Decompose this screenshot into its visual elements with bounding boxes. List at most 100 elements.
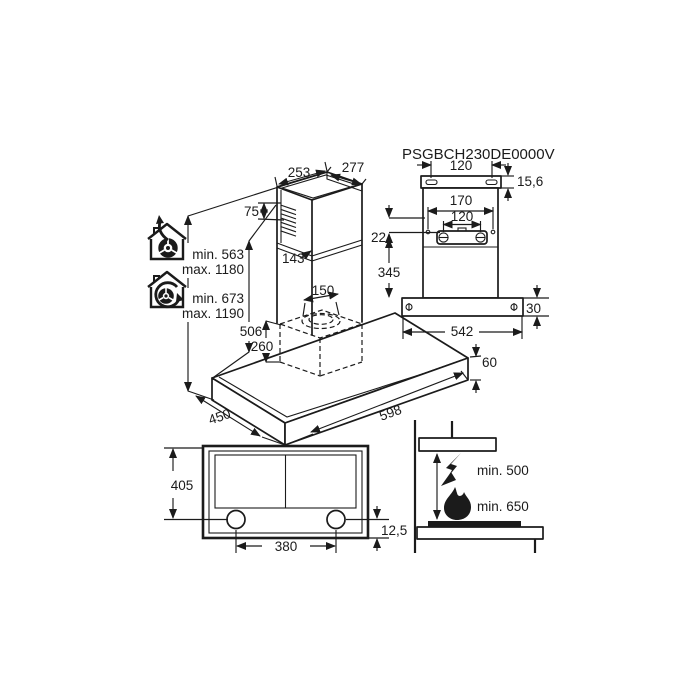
clearance-view: min. 500 min. 650 — [413, 420, 544, 553]
dim-tick — [326, 166, 332, 173]
fan-icon — [158, 288, 174, 304]
dim-label-75: 75 — [244, 204, 259, 219]
dim-line-253 — [278, 169, 326, 186]
dim-label-120-bracket: 120 — [451, 209, 474, 224]
electric-clearance-label: min. 500 — [477, 463, 529, 478]
dim-label-120-top: 120 — [450, 158, 473, 173]
dim-line-277 — [330, 173, 362, 186]
fan-blade-gap — [168, 296, 174, 301]
dim-label-260: 260 — [251, 339, 274, 354]
dim-tick — [274, 176, 278, 187]
dim-leader — [213, 351, 250, 378]
hood-rear-body — [401, 297, 524, 317]
dim-label-60: 60 — [482, 355, 497, 370]
vent-slat — [280, 230, 297, 237]
bracket-screw — [475, 232, 486, 243]
dim-tick — [257, 218, 285, 221]
isometric-view: 253 277 75 143 150 506 — [195, 160, 497, 446]
fan-blade-gap — [158, 249, 165, 254]
vent-slat — [280, 221, 297, 229]
dim-label-253: 253 — [288, 165, 311, 180]
vent-slat — [280, 208, 297, 216]
dim-tick — [284, 433, 314, 446]
vent-slats — [280, 204, 297, 237]
hob-surface — [428, 521, 521, 527]
dim-label-150: 150 — [312, 283, 335, 298]
fan-icon — [158, 238, 178, 258]
dim-tick — [361, 178, 367, 185]
exhaust-max-label: max. 1180 — [182, 262, 244, 277]
house-walls — [149, 239, 185, 261]
installation-mode-legend: min. 563 max. 1180 min. 673 max. 1190 — [147, 176, 311, 401]
dim-tick — [324, 161, 328, 172]
rear-dimensions: 120 15,6 170 120 22 345 — [371, 158, 549, 339]
front-dimensions: 405 380 12,5 — [164, 447, 407, 554]
chimney-seam — [311, 239, 363, 257]
dim-label-405: 405 — [171, 478, 194, 493]
exhaust-mode-icon — [147, 215, 187, 261]
dim-label-345: 345 — [378, 265, 401, 280]
rear-view: 120 15,6 170 120 22 345 — [371, 158, 549, 339]
duct-collar-inner — [308, 314, 334, 325]
dim-line-450 — [195, 395, 261, 437]
bracket-screw — [438, 232, 449, 243]
lightning-icon-head — [441, 472, 456, 486]
vent-slat — [280, 217, 297, 224]
vent-slat — [280, 213, 297, 220]
mounting-slot — [485, 179, 498, 186]
dim-label-380: 380 — [275, 539, 298, 554]
dim-label-170: 170 — [450, 193, 473, 208]
front-view: 405 380 12,5 — [164, 444, 407, 554]
wall-bracket — [436, 230, 488, 245]
vent-slat — [280, 204, 297, 211]
exhaust-min-label: min. 563 — [192, 247, 244, 262]
lightning-icon — [446, 453, 461, 477]
dim-label-22: 22 — [371, 230, 386, 245]
dim-leader — [265, 320, 282, 326]
dim-line-150 — [303, 291, 339, 303]
dim-label-125: 12,5 — [381, 523, 407, 538]
bracket-hole — [490, 229, 496, 235]
mounting-slot — [425, 179, 438, 186]
dim-label-450: 450 — [206, 406, 232, 428]
recirc-box-bottom-edge — [319, 361, 363, 377]
control-knob-right — [326, 509, 346, 530]
fan-blade-gap — [158, 296, 164, 301]
fan-hub — [166, 246, 170, 250]
recirc-box-top — [278, 309, 364, 339]
exhaust-arrow — [158, 221, 169, 242]
dim-tick — [261, 436, 286, 446]
top-mounting-plate — [420, 175, 502, 189]
hood-pictogram — [418, 437, 497, 452]
dim-label-506: 506 — [240, 324, 263, 339]
chimney-seam — [311, 244, 363, 262]
fan-hub — [164, 294, 168, 298]
dim-label-30: 30 — [526, 301, 541, 316]
house-chimney — [153, 275, 160, 283]
dim-line-598 — [310, 372, 464, 433]
dim-label-156: 15,6 — [517, 174, 543, 189]
dim-label-277: 277 — [342, 160, 365, 175]
dim-tick — [469, 355, 482, 358]
flame-icon — [444, 487, 471, 520]
gas-clearance-label: min. 650 — [477, 499, 529, 514]
dim-leader — [187, 176, 311, 217]
dim-leader-143 — [300, 250, 312, 260]
recirculation-arrow-head — [176, 293, 184, 302]
front-inner-frame — [208, 450, 363, 534]
dim-tick — [460, 370, 469, 381]
counter-top — [416, 526, 544, 540]
recirculation-arrow — [154, 281, 181, 309]
dim-tick — [302, 302, 306, 317]
recirc-max-label: max. 1190 — [182, 306, 244, 321]
recirculation-mode-icon — [147, 270, 187, 309]
dim-tick — [335, 301, 340, 316]
dim-label-598: 598 — [377, 402, 403, 424]
dim-leader — [187, 390, 215, 401]
recirc-min-label: min. 673 — [192, 291, 244, 306]
dim-leader — [248, 204, 277, 242]
fan-blade-gap — [171, 249, 178, 254]
model-number: PSGBCH230DE0000V — [402, 146, 555, 163]
